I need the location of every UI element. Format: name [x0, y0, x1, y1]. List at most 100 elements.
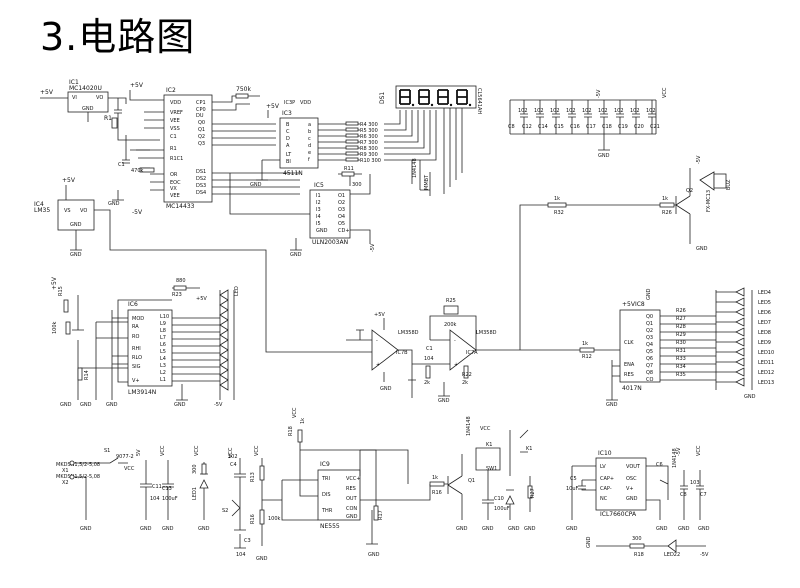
- digit-4: [456, 89, 472, 107]
- svg-text:C: C: [286, 129, 290, 135]
- svg-text:R28: R28: [676, 324, 686, 330]
- svg-text:Q6: Q6: [646, 356, 653, 362]
- page-title: 3.电路图: [40, 15, 196, 59]
- digit-3: [437, 89, 453, 107]
- svg-text:R6 300: R6 300: [360, 134, 378, 140]
- svg-text:MMBT: MMBT: [424, 174, 430, 190]
- svg-text:LM3914N: LM3914N: [128, 389, 156, 396]
- svg-text:VCC: VCC: [254, 445, 260, 456]
- svg-text:1k: 1k: [300, 418, 306, 424]
- svg-text:+5V: +5V: [40, 89, 54, 96]
- svg-text:C5: C5: [570, 476, 577, 482]
- svg-text:OSC: OSC: [626, 476, 637, 482]
- svg-text:VCC: VCC: [696, 445, 702, 456]
- svg-text:C10: C10: [494, 496, 504, 502]
- svg-text:C20: C20: [634, 124, 644, 130]
- svg-text:R12: R12: [582, 354, 592, 360]
- svg-text:LED8: LED8: [758, 330, 771, 336]
- svg-text:c: c: [308, 136, 311, 142]
- ic7b-opamp: -+ LM358D IC7B +5V GND: [346, 312, 419, 392]
- svg-text:a: a: [308, 122, 311, 128]
- svg-text:R22: R22: [462, 372, 472, 378]
- svg-text:S2: S2: [222, 508, 228, 514]
- svg-text:CO: CO: [646, 377, 653, 383]
- svg-text:-5V: -5V: [700, 552, 709, 558]
- svg-text:VX: VX: [170, 186, 177, 192]
- svg-text:GND: GND: [70, 252, 82, 258]
- svg-text:C18: C18: [602, 124, 612, 130]
- svg-text:200k: 200k: [444, 322, 457, 328]
- svg-text:X1: X1: [62, 468, 69, 474]
- svg-text:LED13: LED13: [758, 380, 774, 386]
- svg-text:IC7B: IC7B: [396, 350, 408, 356]
- svg-text:NC: NC: [600, 496, 608, 502]
- svg-text:Q8: Q8: [646, 370, 653, 376]
- svg-text:IC6: IC6: [128, 301, 138, 308]
- svg-text:+5V: +5V: [266, 103, 280, 110]
- svg-text:VDD: VDD: [170, 100, 181, 106]
- svg-text:BUZ: BUZ: [726, 179, 732, 190]
- svg-text:R16: R16: [432, 490, 442, 496]
- svg-text:C12: C12: [522, 124, 532, 130]
- svg-text:VCC: VCC: [160, 445, 166, 456]
- svg-text:1N4148: 1N4148: [466, 416, 472, 436]
- svg-text:102: 102: [646, 108, 656, 114]
- svg-text:1k: 1k: [582, 341, 588, 347]
- svg-text:L7: L7: [160, 335, 166, 341]
- svg-text:C1: C1: [170, 134, 177, 140]
- svg-text:102: 102: [550, 108, 560, 114]
- svg-text:300: 300: [192, 464, 198, 474]
- svg-text:GND: GND: [698, 526, 710, 532]
- svg-text:NE555: NE555: [320, 523, 340, 530]
- svg-text:102: 102: [228, 454, 238, 460]
- digit-2: [418, 89, 434, 107]
- svg-text:VDD: VDD: [300, 100, 311, 106]
- svg-text:RES: RES: [346, 486, 356, 492]
- svg-text:C11: C11: [152, 484, 162, 490]
- svg-text:R32: R32: [554, 210, 564, 216]
- svg-text:R8 300: R8 300: [360, 146, 378, 152]
- svg-text:S1: S1: [104, 448, 110, 454]
- svg-text:GND: GND: [598, 153, 610, 159]
- svg-text:+5VIC8: +5VIC8: [622, 301, 645, 308]
- svg-text:GND: GND: [524, 526, 536, 532]
- svg-text:GND: GND: [162, 526, 174, 532]
- svg-text:LED5: LED5: [758, 300, 771, 306]
- svg-text:R26: R26: [662, 210, 672, 216]
- svg-text:VCC: VCC: [124, 466, 135, 472]
- svg-text:104: 104: [236, 552, 246, 558]
- svg-text:IC3: IC3: [282, 110, 292, 117]
- svg-text:Q7: Q7: [646, 363, 653, 369]
- svg-text:RO: RO: [132, 334, 139, 340]
- svg-text:1k: 1k: [554, 196, 560, 202]
- svg-text:1k: 1k: [662, 196, 668, 202]
- svg-text:R34: R34: [676, 364, 686, 370]
- svg-text:-: -: [454, 338, 456, 344]
- svg-text:102: 102: [614, 108, 624, 114]
- svg-text:A: A: [286, 143, 290, 149]
- svg-text:LED6: LED6: [758, 310, 771, 316]
- svg-text:GND: GND: [106, 402, 118, 408]
- svg-text:C15: C15: [554, 124, 564, 130]
- svg-text:VCC: VCC: [292, 407, 298, 418]
- svg-text:100k: 100k: [268, 516, 281, 522]
- svg-text:I5: I5: [316, 221, 321, 227]
- svg-text:880: 880: [176, 278, 186, 284]
- svg-text:VO: VO: [96, 95, 103, 101]
- svg-text:X2: X2: [62, 480, 69, 486]
- svg-text:SW1: SW1: [486, 466, 497, 472]
- svg-text:Q1: Q1: [468, 478, 475, 484]
- svg-text:LED10: LED10: [758, 350, 774, 356]
- svg-text:GND: GND: [696, 246, 708, 252]
- svg-text:VREF: VREF: [170, 110, 183, 116]
- svg-text:C16: C16: [570, 124, 580, 130]
- svg-text:D: D: [286, 136, 290, 142]
- svg-text:L5: L5: [160, 349, 166, 355]
- svg-text:OUT: OUT: [346, 496, 358, 502]
- svg-text:LED7: LED7: [758, 320, 771, 326]
